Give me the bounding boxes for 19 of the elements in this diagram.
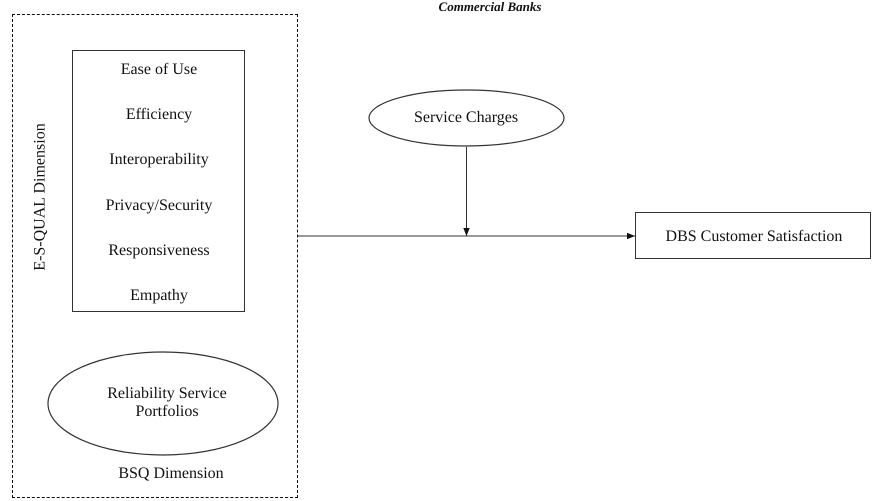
- ellipse-label: Reliability Service Portfolios: [106, 385, 228, 421]
- dimension-item: Empathy: [130, 287, 188, 305]
- arrow: [298, 232, 636, 240]
- arrow: [463, 146, 470, 236]
- dimension-item: Responsiveness: [108, 242, 210, 260]
- dashed-group-box: [12, 14, 298, 498]
- dimension-box: [72, 50, 245, 312]
- diagram-title: Commercial Banks: [438, 0, 542, 13]
- ellipse-label: Service Charges: [414, 109, 518, 127]
- box-label: DBS Customer Satisfaction: [666, 228, 842, 246]
- group-label: E-S-QUAL Dimension: [32, 123, 50, 271]
- outcome-box: [635, 212, 871, 259]
- dimension-item: Ease of Use: [120, 61, 198, 79]
- group-label: BSQ Dimension: [118, 465, 224, 483]
- dimension-item: Privacy/Security: [106, 196, 212, 215]
- dimension-item: Interoperability: [109, 151, 209, 170]
- dimension-ellipse: [47, 351, 279, 456]
- dimension-item: Efficiency: [126, 106, 192, 124]
- moderator-ellipse: [368, 89, 565, 147]
